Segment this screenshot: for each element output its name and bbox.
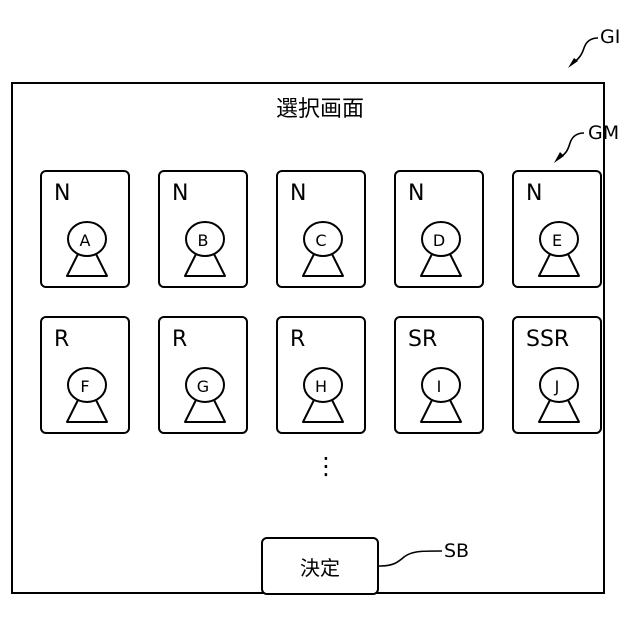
- card-rarity: SR: [408, 328, 437, 352]
- card-rarity: SSR: [526, 328, 569, 352]
- card-rarity: N: [408, 182, 424, 206]
- card-rarity: N: [54, 182, 70, 206]
- card-character-letter: I: [396, 378, 482, 396]
- card-rarity: N: [290, 182, 306, 206]
- card-grid: N A N B N C N D N E R F R G R H SR I: [40, 170, 600, 434]
- character-card[interactable]: R F: [40, 316, 130, 434]
- card-rarity: N: [172, 182, 188, 206]
- card-rarity: R: [290, 328, 305, 352]
- card-character-letter: J: [514, 378, 600, 396]
- character-card[interactable]: R G: [158, 316, 248, 434]
- card-character-letter: H: [278, 378, 364, 396]
- card-character-letter: E: [514, 232, 600, 250]
- character-card[interactable]: N C: [276, 170, 366, 288]
- card-character-letter: A: [42, 232, 128, 250]
- character-card[interactable]: N D: [394, 170, 484, 288]
- character-card[interactable]: N B: [158, 170, 248, 288]
- card-character-letter: F: [42, 378, 128, 396]
- card-character-letter: C: [278, 232, 364, 250]
- confirm-button[interactable]: 決定: [261, 537, 379, 595]
- more-items-indicator: ⋮: [314, 460, 326, 496]
- card-character-letter: B: [160, 232, 246, 250]
- character-card[interactable]: N A: [40, 170, 130, 288]
- card-character-letter: D: [396, 232, 482, 250]
- character-card[interactable]: N E: [512, 170, 602, 288]
- card-rarity: R: [172, 328, 187, 352]
- screen-title: 選択画面: [0, 97, 640, 123]
- character-card[interactable]: R H: [276, 316, 366, 434]
- character-card[interactable]: SSR J: [512, 316, 602, 434]
- screen-reference-label: GI: [600, 28, 620, 47]
- card-rarity: R: [54, 328, 69, 352]
- card-character-letter: G: [160, 378, 246, 396]
- card-rarity: N: [526, 182, 542, 206]
- character-card[interactable]: SR I: [394, 316, 484, 434]
